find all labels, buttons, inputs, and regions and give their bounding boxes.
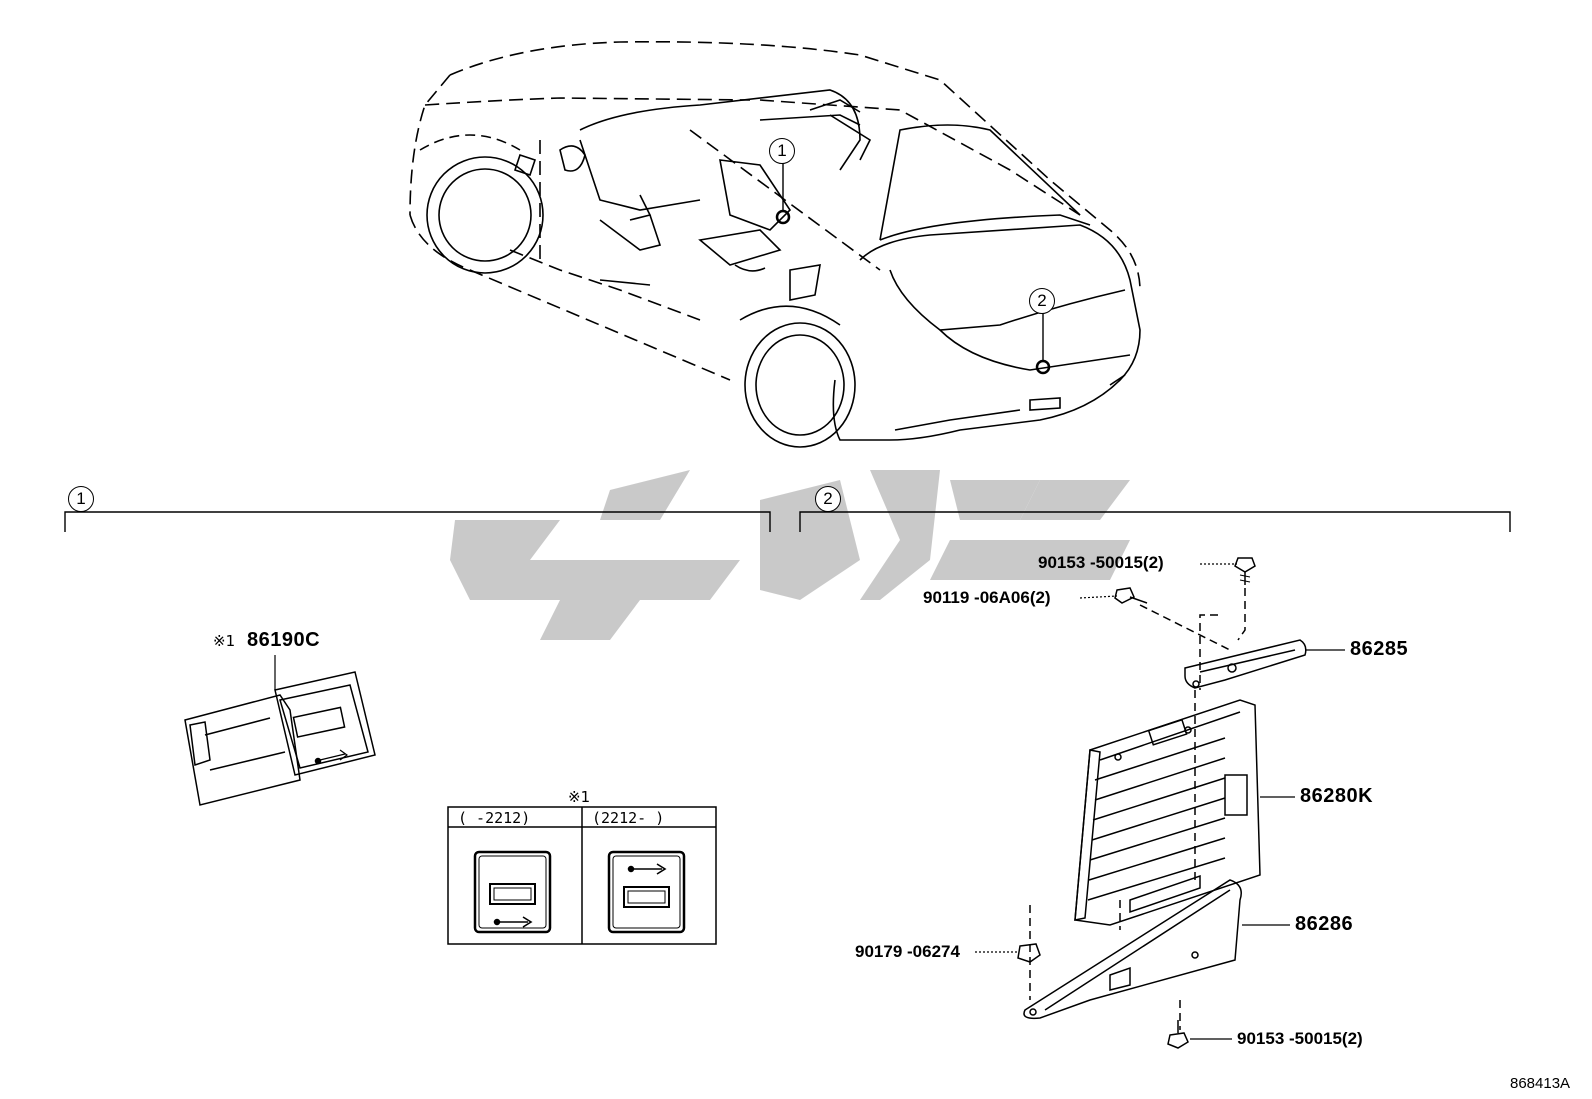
variant-table-note: ※1 [568, 788, 591, 806]
part-number-90179: 90179 -06274 [855, 942, 960, 961]
vehicle-illustration [409, 40, 1141, 448]
section-marker-2: 2 [815, 486, 841, 512]
usb-module-86190C [184, 655, 376, 806]
part-number-90153-bottom: 90153 -50015(2) [1237, 1029, 1363, 1048]
callout-2: 2 [1029, 288, 1055, 314]
figure-code: 868413A [1510, 1075, 1571, 1092]
variant-table-col2-header: (2212- ) [592, 809, 665, 827]
part-number-90153-top: 90153 -50015(2) [1038, 553, 1164, 572]
variant-table-frame [447, 806, 717, 945]
part-number-86285: 86285 [1350, 638, 1409, 660]
amplifier-assembly [1017, 557, 1307, 1049]
part-number-86190C: 86190C [247, 629, 321, 651]
part-number-86280K: 86280K [1300, 785, 1374, 807]
section-marker-1: 1 [68, 486, 94, 512]
label-leaders [975, 563, 1345, 1040]
callout-1: 1 [769, 138, 795, 164]
part-number-86286: 86286 [1295, 913, 1354, 935]
variant-table-col1-header: ( -2212) [458, 809, 531, 827]
part-number-90119: 90119 -06A06(2) [923, 588, 1051, 607]
variant-note-marker: ※1 [213, 632, 236, 650]
section-brackets [64, 511, 1511, 532]
callout-leaders [775, 163, 1051, 375]
watermark-logo [450, 470, 1130, 640]
